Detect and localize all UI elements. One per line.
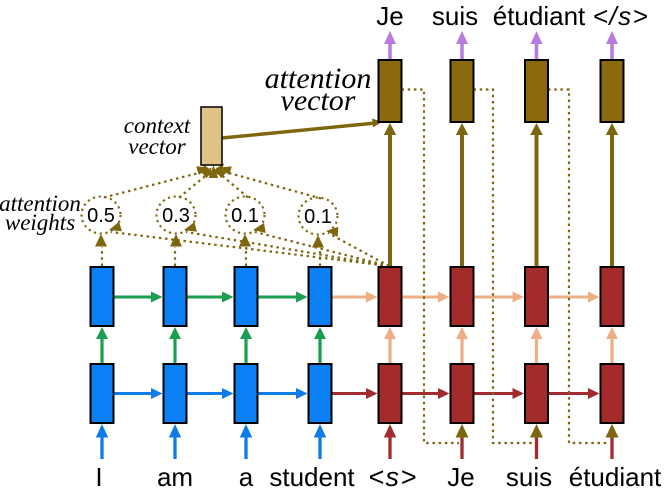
svg-text:étudiant: étudiant xyxy=(493,1,586,31)
svg-text:I: I xyxy=(95,462,102,492)
svg-text:0.3: 0.3 xyxy=(162,205,190,227)
svg-text:context: context xyxy=(124,113,191,138)
svg-text:student: student xyxy=(269,462,355,492)
svg-text:vector: vector xyxy=(281,84,356,117)
svg-text:<s>: <s> xyxy=(368,462,418,492)
svg-text:0.1: 0.1 xyxy=(231,205,259,227)
svg-text:a: a xyxy=(239,462,254,492)
svg-text:suis: suis xyxy=(432,1,478,31)
svg-text:0.5: 0.5 xyxy=(87,205,115,227)
svg-text:attention: attention xyxy=(265,62,372,95)
svg-text:vector: vector xyxy=(128,134,187,159)
svg-text:attention: attention xyxy=(0,191,81,216)
svg-text:</s>: </s> xyxy=(593,1,650,31)
svg-text:Je: Je xyxy=(447,462,474,492)
svg-text:Je: Je xyxy=(376,1,403,31)
svg-text:am: am xyxy=(157,462,193,492)
svg-text:étudiant: étudiant xyxy=(569,462,662,492)
svg-text:0.1: 0.1 xyxy=(304,206,332,228)
svg-text:weights: weights xyxy=(5,210,75,235)
svg-text:suis: suis xyxy=(506,462,552,492)
